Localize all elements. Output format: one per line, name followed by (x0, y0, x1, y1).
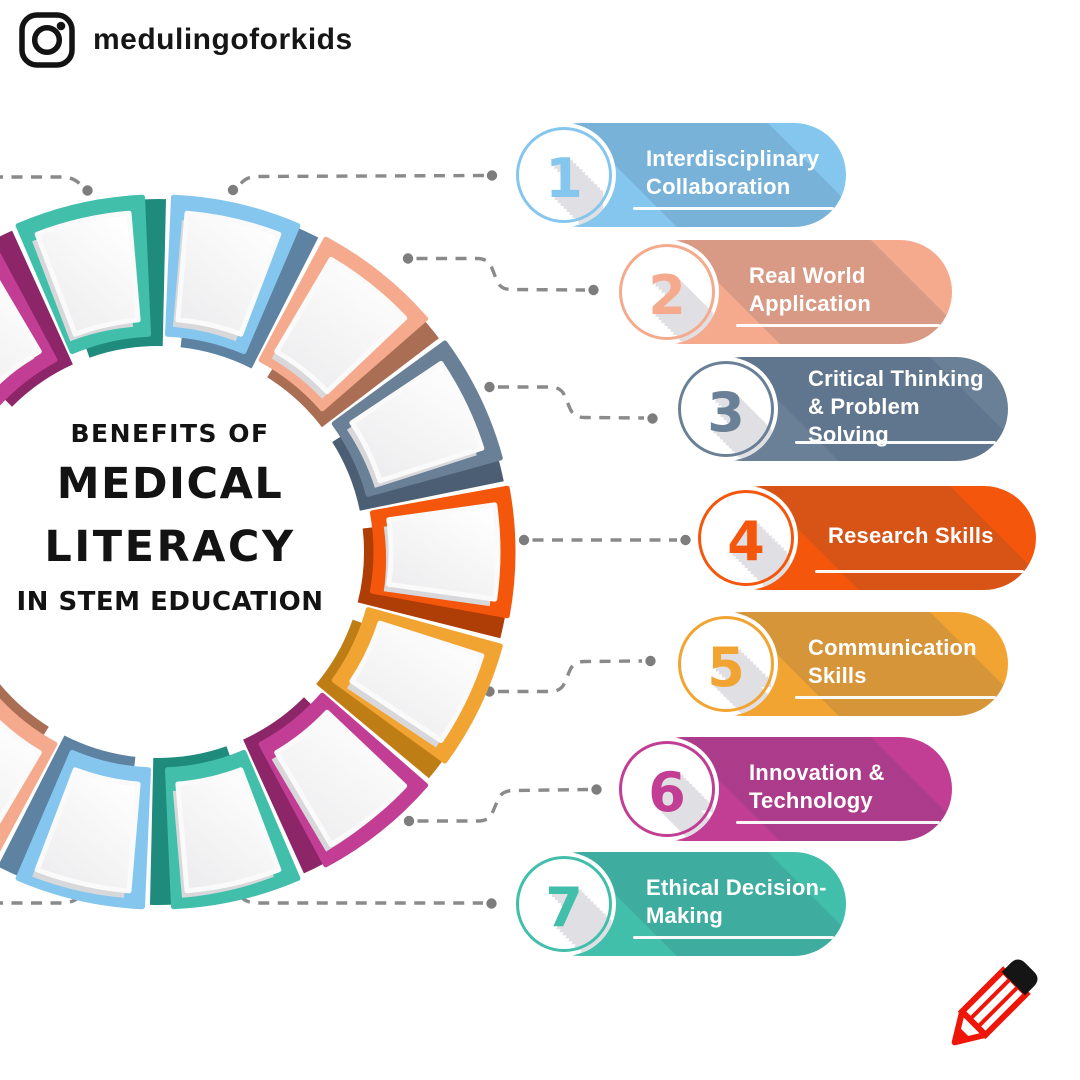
benefit-number-circle: 1 (512, 123, 616, 227)
benefit-number-circle: 7 (512, 852, 616, 956)
capsule-underline (795, 696, 996, 699)
title-line-benefits-of: BENEFITS OF (70, 419, 270, 448)
title-line-literacy: LITERACY (44, 522, 296, 572)
connector-dot (518, 534, 530, 546)
wheel-segment-part (34, 210, 141, 337)
wheel-segment-part (274, 709, 408, 848)
account-handle: medulingoforkids (93, 23, 353, 56)
title-block: BENEFITS OF MEDICAL LITERACY IN STEM EDU… (5, 419, 335, 617)
connector-dot (645, 655, 656, 667)
capsule-underline (633, 207, 834, 210)
benefit-number-circle: 2 (615, 240, 719, 344)
wheel-segment-part (34, 767, 141, 894)
connector-dot (484, 381, 495, 393)
wheel-segment-part (0, 280, 42, 385)
benefit-item-1: Interdisciplinary Collaboration 1 (512, 123, 846, 227)
number-ring (516, 856, 612, 952)
connector-dot (402, 253, 414, 264)
connector-dot (591, 784, 602, 795)
connector-decor-top-left (0, 175, 82, 186)
connector-dot (486, 170, 498, 181)
benefit-item-4: Research Skills 4 (694, 486, 1036, 590)
benefit-label: Communication Skills (808, 634, 977, 688)
benefit-number-circle: 5 (674, 612, 778, 716)
wheel-segment-part (0, 719, 42, 824)
benefit-item-7: Ethical Decision-Making 7 (512, 852, 846, 956)
number-ring (516, 127, 612, 223)
capsule-underline (633, 936, 834, 939)
benefit-number-circle: 3 (674, 357, 778, 461)
capsule-underline (736, 324, 940, 327)
benefit-label: Critical Thinking & Problem Solving (808, 365, 984, 448)
connector-dot (82, 185, 93, 196)
title-line-in-stem-education: IN STEM EDUCATION (16, 587, 324, 617)
connector-dot (647, 413, 658, 424)
number-ring (678, 361, 774, 457)
connector-item-6 (417, 787, 589, 823)
benefit-label: Innovation & Technology (749, 759, 885, 813)
wheel-segment-part (175, 210, 282, 337)
number-ring (678, 616, 774, 712)
number-ring (619, 741, 715, 837)
benefit-label: Interdisciplinary Collaboration (646, 145, 820, 199)
benefit-label: Real World Application (749, 262, 871, 316)
benefit-item-6: Innovation & Technology 6 (615, 737, 952, 841)
connector-item-1 (239, 173, 486, 185)
connector-dot (588, 284, 599, 296)
number-ring (698, 490, 794, 586)
capsule-underline (736, 821, 940, 824)
connector-dot (486, 898, 497, 909)
connector-dot (403, 815, 415, 827)
number-ring (619, 244, 715, 340)
connector-item-7 (239, 895, 483, 905)
connector-item-5 (498, 659, 643, 694)
wheel-segment-part (175, 767, 282, 894)
title-line-medical: MEDICAL (56, 459, 284, 509)
wheel-segment-part (349, 620, 485, 743)
connector-item-2 (416, 256, 586, 292)
pencil-icon (951, 959, 1038, 1046)
capsule-underline (815, 570, 1024, 573)
connector-dot (227, 184, 239, 196)
header: medulingoforkids (18, 11, 353, 69)
segmented-wheel (0, 194, 516, 910)
benefit-number-circle: 6 (615, 737, 719, 841)
benefit-item-3: Critical Thinking & Problem Solving 3 (674, 357, 1008, 461)
benefit-number-circle: 4 (694, 486, 798, 590)
wheel-segment-part (349, 361, 485, 484)
benefit-label: Research Skills (828, 522, 994, 548)
connector-dot (680, 534, 691, 546)
connector-item-3 (498, 385, 645, 420)
wheel-segment-part (386, 502, 501, 602)
wheel-segment-part (274, 256, 408, 395)
benefit-item-2: Real World Application 2 (615, 240, 952, 344)
instagram-icon (19, 12, 75, 68)
benefit-label: Ethical Decision-Making (646, 874, 827, 928)
capsule-underline (795, 441, 996, 444)
benefit-item-5: Communication Skills 5 (674, 612, 1008, 716)
